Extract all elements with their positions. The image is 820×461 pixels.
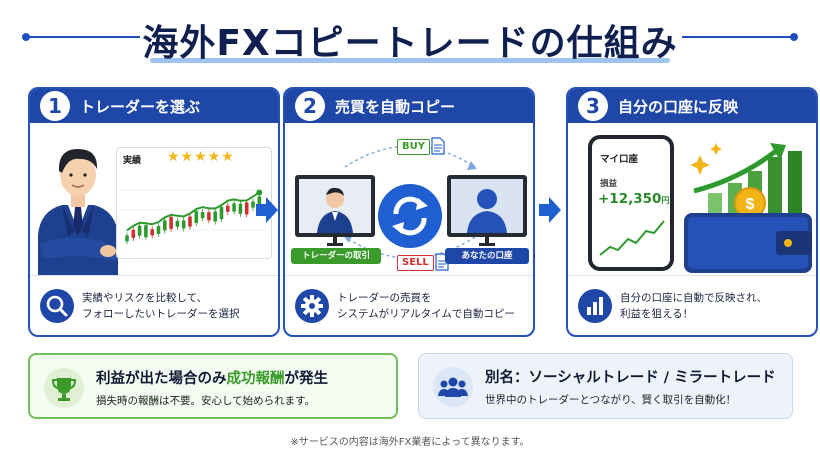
step-1-desc-line-2: フォローしたいトレーダーを選択 [82, 308, 240, 320]
alias-title: 別名：ソーシャルトレード / ミラートレード [485, 370, 776, 386]
step-1-footer: 実績やリスクを比較して、 フォローしたいトレーダーを選択 [30, 275, 278, 335]
user-avatar-icon [467, 189, 507, 233]
businessman-icon [38, 149, 118, 275]
step-1-desc-line-1: 実績やリスクを比較して、 [82, 292, 208, 304]
svg-text:$: $ [746, 196, 755, 213]
step-3-card: 3 自分の口座に反映 マイ口座 損益 +12,350円 $ [566, 87, 818, 337]
step-1-card: 1 トレーダーを選ぶ 実績 ★★★★★ [28, 87, 280, 337]
search-icon [40, 289, 74, 323]
success-fee-highlight: 成功報酬 [226, 371, 285, 387]
candle-body [175, 220, 180, 227]
footnote: ※サービスの内容は海外FX業者によって異なります。 [290, 437, 530, 448]
candle-body [219, 207, 224, 220]
title-dot-left [22, 33, 30, 41]
step-2-header: 2 売買を自動コピー [285, 89, 533, 123]
candle-body [200, 212, 205, 219]
pnl-amount: +12,350 [598, 191, 662, 207]
candle-body [188, 216, 192, 227]
step-1-title: トレーダーを選ぶ [80, 98, 201, 116]
candle-body [257, 196, 262, 205]
your-account-monitor [447, 175, 527, 237]
candle-body [213, 211, 217, 222]
bar-chart-icon [578, 289, 612, 323]
monitor-stand [479, 237, 495, 246]
title-line-left [28, 36, 140, 38]
candle-body [131, 229, 136, 238]
title-dot-right [790, 33, 798, 41]
arrow-right-icon [539, 197, 561, 223]
wallet-growth-illustration: $ [684, 143, 812, 273]
step-2-desc-line-1: トレーダーの売買を [337, 292, 432, 304]
candlestick-chart [121, 189, 267, 245]
rating-stars: ★★★★★ [167, 149, 235, 165]
arrow-right-icon [256, 197, 278, 223]
success-fee-title: 利益が出た場合のみ成功報酬が発生 [96, 367, 328, 388]
candle-body [251, 201, 255, 208]
phone-pnl-label: 損益 [600, 179, 618, 189]
candle-body [137, 225, 142, 236]
step-3-footer: 自分の口座に自動で反映され、 利益を狙える！ [568, 275, 816, 335]
step-3-header: 3 自分の口座に反映 [568, 89, 816, 123]
trader-trade-label: トレーダーの取引 [291, 248, 381, 264]
candle-body [207, 212, 211, 221]
trader-performance-card: 実績 ★★★★★ [116, 147, 272, 259]
monitor-stand [327, 237, 343, 246]
alias-subtitle: 世界中のトレーダーとつながり、賢く取引を自動化！ [485, 394, 737, 406]
step-2-title: 売買を自動コピー [335, 98, 456, 116]
performance-label: 実績 [123, 156, 142, 166]
candle-body [238, 203, 243, 214]
gear-icon [295, 289, 329, 323]
success-fee-title-pre: 利益が出た場合のみ [96, 371, 227, 387]
trophy-icon [44, 368, 84, 408]
phone-pnl-value: +12,350円 [598, 191, 669, 207]
step-3-desc-line-2: 利益を狙える！ [620, 308, 694, 320]
candle-body [244, 202, 249, 215]
step-2-description: トレーダーの売買を システムがリアルタイムで自動コピー [337, 290, 515, 322]
step-1-number: 1 [40, 91, 70, 121]
pnl-unit: 円 [661, 196, 670, 205]
candle-body [150, 229, 154, 236]
step-2-desc-line-2: システムがリアルタイムで自動コピー [337, 308, 515, 320]
step-1-description: 実績やリスクを比較して、 フォローしたいトレーダーを選択 [82, 290, 240, 322]
trader-monitor [295, 175, 375, 237]
step-2-number: 2 [295, 91, 325, 121]
success-fee-panel: 利益が出た場合のみ成功報酬が発生 損失時の報酬は不要。安心して始められます。 [28, 353, 398, 419]
title-area: 海外FXコピートレードの仕組み [0, 6, 820, 66]
candle-body [226, 205, 230, 212]
phone-icon: マイ口座 損益 +12,350円 [588, 135, 674, 271]
candle-body [232, 203, 236, 212]
title-underline [150, 58, 670, 63]
candle-body [125, 235, 129, 242]
step-2-footer: トレーダーの売買を システムがリアルタイムで自動コピー [285, 275, 533, 335]
trader-avatar-icon [317, 187, 353, 233]
step-3-number: 3 [578, 91, 608, 121]
sell-tag: SELL [397, 255, 434, 271]
sync-icon [378, 184, 442, 248]
your-account-label: あなたの口座 [445, 248, 529, 264]
success-fee-subtitle: 損失時の報酬は不要。安心して始められます。 [96, 395, 316, 407]
step-3-title: 自分の口座に反映 [618, 98, 739, 116]
step-3-description: 自分の口座に自動で反映され、 利益を狙える！ [620, 290, 767, 322]
phone-account-title: マイ口座 [600, 154, 639, 165]
trend-end-dot [256, 189, 263, 196]
page-title: 海外FXコピートレードの仕組み [142, 23, 678, 64]
phone-trend-line [599, 220, 665, 256]
candle-body [156, 226, 161, 235]
alias-panel: 別名：ソーシャルトレード / ミラートレード 世界中のトレーダーとつながり、賢く… [418, 353, 793, 419]
group-icon [433, 367, 473, 407]
candle-body [163, 220, 167, 231]
candle-body [181, 220, 186, 229]
document-icon [431, 137, 445, 155]
success-fee-title-post: が発生 [284, 371, 329, 387]
step-2-card: 2 売買を自動コピー BUY SELL トレーダーの取引 [283, 87, 535, 337]
buy-tag: BUY [397, 139, 430, 155]
step-3-desc-line-1: 自分の口座に自動で反映され、 [620, 292, 768, 304]
step-1-header: 1 トレーダーを選ぶ [30, 89, 278, 123]
candle-body [194, 211, 199, 224]
candle-body [144, 225, 148, 238]
candle-body [169, 216, 173, 229]
trend-line [126, 191, 260, 232]
title-line-right [682, 36, 792, 38]
